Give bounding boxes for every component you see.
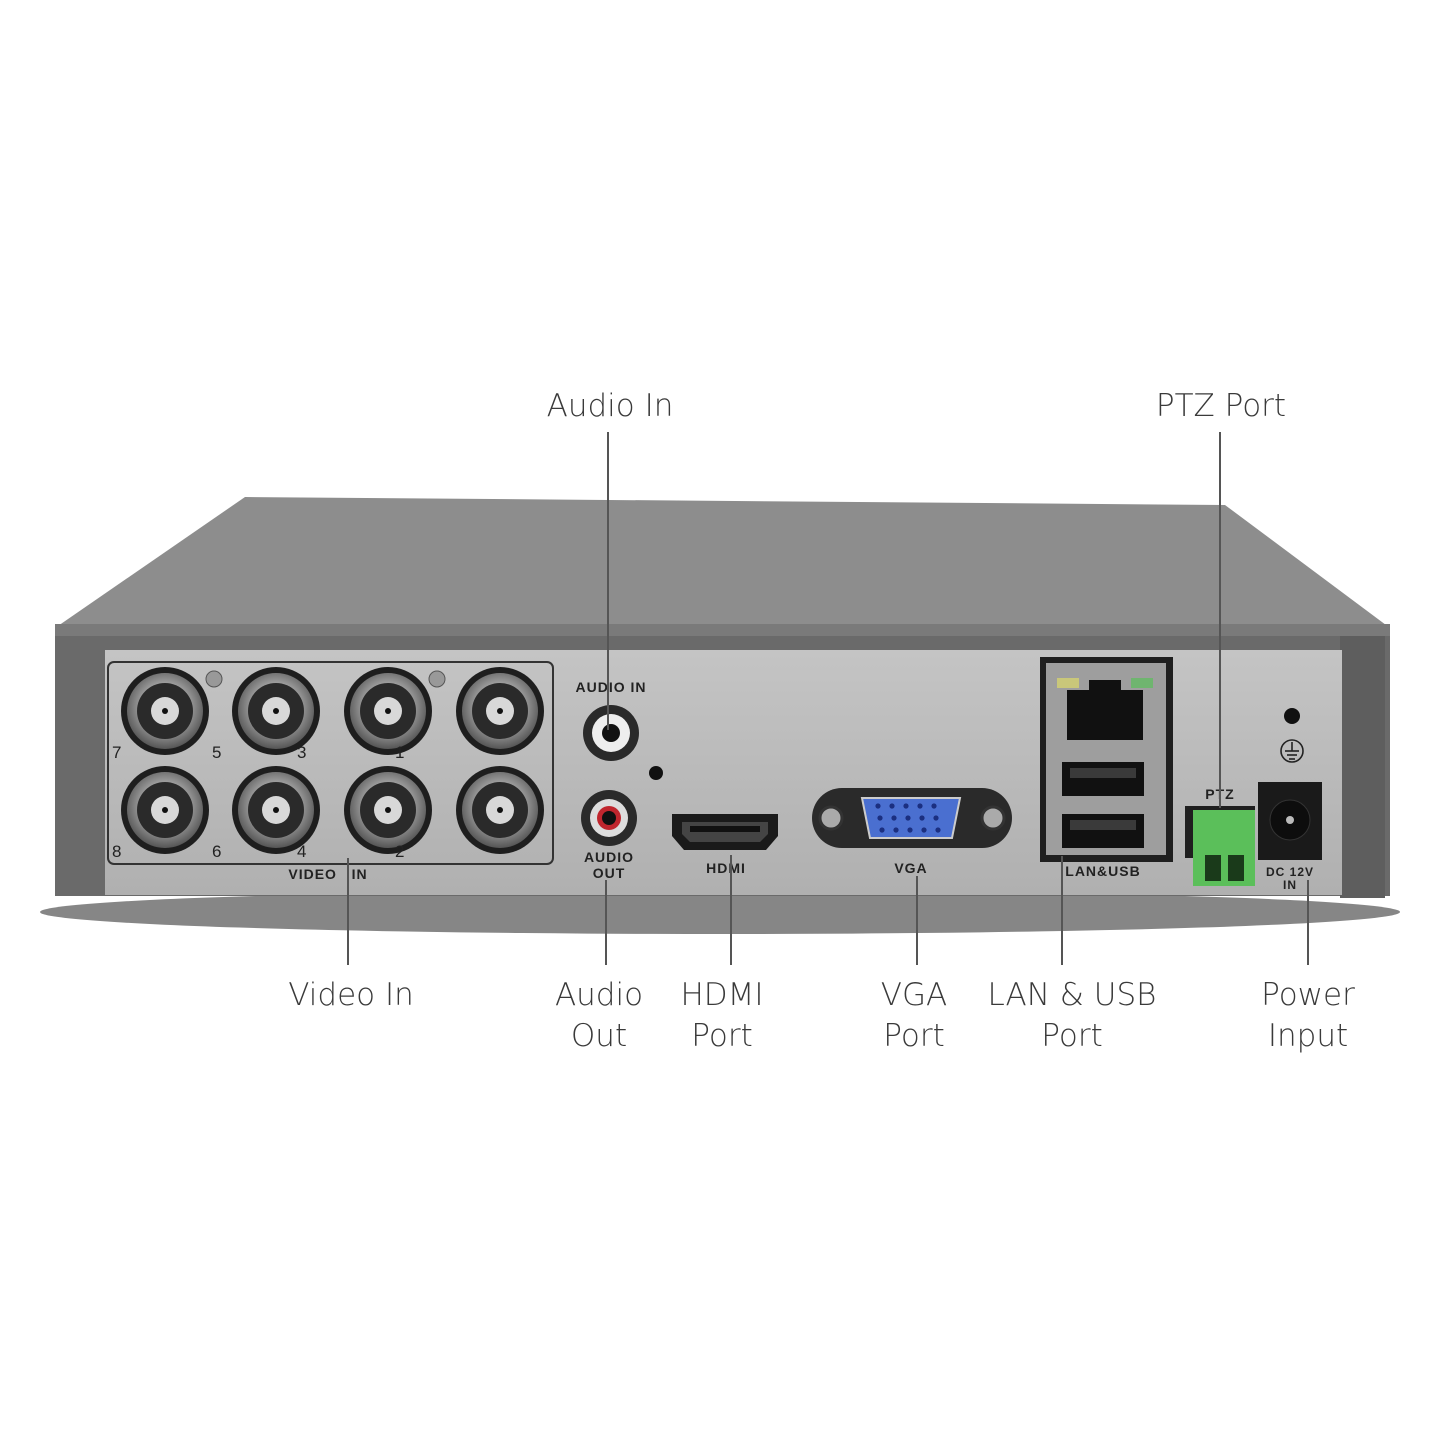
channel-8: 8 xyxy=(112,842,121,861)
vga-pin xyxy=(919,815,925,821)
hdmi-silk: HDMI xyxy=(706,860,746,876)
vga-pin xyxy=(879,827,885,833)
vga-pin xyxy=(933,815,939,821)
bnc-connector xyxy=(232,766,320,854)
vga-pin xyxy=(905,815,911,821)
vga-pin xyxy=(893,827,899,833)
callout-vga-1: VGA xyxy=(881,977,947,1013)
callout-hdmi-2: Port xyxy=(691,1018,752,1054)
callout-ptz-port: PTZ Port xyxy=(1156,388,1286,424)
bnc-connector xyxy=(344,667,432,755)
shadow xyxy=(40,890,1400,934)
vga-pin xyxy=(875,803,881,809)
ground-icon xyxy=(1280,739,1304,763)
vga-pin xyxy=(931,803,937,809)
lan-led-yellow xyxy=(1057,678,1079,688)
vga-pin xyxy=(935,827,941,833)
channel-1: 1 xyxy=(395,743,404,762)
lan-usb-silk: LAN&USB xyxy=(1065,863,1140,879)
audio-out-jack xyxy=(581,790,637,846)
mic-hole xyxy=(649,766,663,780)
callout-lan-usb-2: Port xyxy=(1041,1018,1102,1054)
video-in-silk: VIDEO IN xyxy=(288,866,367,882)
channel-6: 6 xyxy=(212,842,221,861)
audio-out-silk-1: AUDIO xyxy=(584,849,634,865)
bnc-connector xyxy=(121,667,209,755)
bnc-connector xyxy=(232,667,320,755)
dc-silk-2: IN xyxy=(1283,878,1297,892)
video-in-connectors xyxy=(121,667,544,854)
usb-port-2 xyxy=(1062,814,1144,848)
callout-vga-2: Port xyxy=(883,1018,944,1054)
dvr-lid xyxy=(55,497,1390,628)
bnc-connector xyxy=(456,667,544,755)
dc-silk-1: DC 12V xyxy=(1266,865,1314,879)
callout-video-in: Video In xyxy=(288,977,414,1013)
callout-power-1: Power xyxy=(1261,977,1355,1013)
ptz-terminal xyxy=(1185,806,1255,886)
vga-pin xyxy=(877,815,883,821)
vga-silk: VGA xyxy=(894,860,927,876)
audio-in-jack xyxy=(583,705,639,761)
callout-audio-in: Audio In xyxy=(547,388,674,424)
vga-pin xyxy=(921,827,927,833)
rj45-port xyxy=(1067,680,1143,740)
callout-audio-out-2: Out xyxy=(571,1018,627,1054)
dc-power-jack xyxy=(1258,782,1322,860)
callout-lan-usb-1: LAN & USB xyxy=(988,977,1157,1013)
callout-audio-out-1: Audio xyxy=(555,977,643,1013)
bnc-connector xyxy=(344,766,432,854)
vga-pin xyxy=(907,827,913,833)
vga-pin xyxy=(889,803,895,809)
usb-port-1 xyxy=(1062,762,1144,796)
audio-in-silk: AUDIO IN xyxy=(576,679,647,695)
callout-power-2: Input xyxy=(1268,1018,1348,1054)
vga-pin xyxy=(891,815,897,821)
channel-7: 7 xyxy=(112,743,121,762)
vga-port xyxy=(812,788,1012,848)
lan-usb-block xyxy=(1040,657,1173,862)
hdmi-port xyxy=(672,814,778,850)
channel-3: 3 xyxy=(297,743,306,762)
video-in-group xyxy=(107,661,554,865)
callout-hdmi-1: HDMI xyxy=(680,977,763,1013)
bnc-connector xyxy=(121,766,209,854)
bnc-connector xyxy=(456,766,544,854)
vga-pin xyxy=(903,803,909,809)
channel-4: 4 xyxy=(297,842,306,861)
channel-2: 2 xyxy=(395,842,404,861)
channel-5: 5 xyxy=(212,743,221,762)
lan-led-green xyxy=(1131,678,1153,688)
vga-pin xyxy=(917,803,923,809)
ground-screw-hole xyxy=(1284,708,1300,724)
audio-out-silk-2: OUT xyxy=(593,865,626,881)
